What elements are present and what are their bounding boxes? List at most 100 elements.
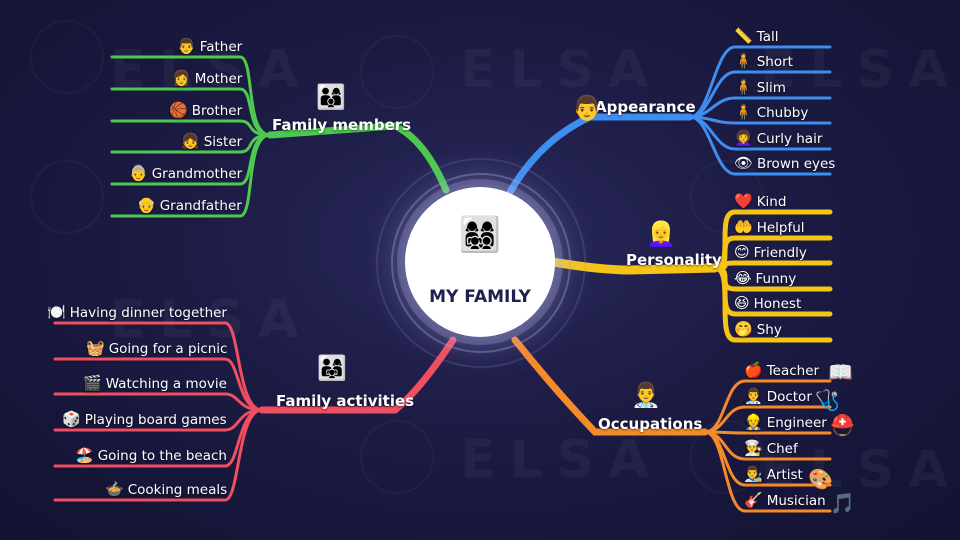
leaf-label: Going to the beach [97, 448, 227, 464]
leaf-occupations: 🍎Teacher [744, 361, 819, 380]
leaf-personality: 🤲Helpful [734, 218, 805, 237]
leaf-icon: 👁 [734, 154, 754, 172]
leaf-icon: 🧺 [86, 339, 105, 357]
occupation-prop-icon: 🩺 [815, 388, 840, 412]
leaf-icon: 🎬 [83, 374, 102, 392]
leaf-family-members: 👩Mother [172, 69, 242, 88]
leaf-label: Brown eyes [757, 156, 836, 172]
leaf-icon: 🏖️ [75, 446, 94, 464]
leaf-appearance: 📏Tall [734, 27, 778, 46]
leaf-family-activities: 🎬Watching a movie [83, 374, 227, 393]
leaf-icon: 🧍 [734, 78, 753, 96]
connector-line [712, 265, 833, 343]
branch-icon-appearance: 👨 [572, 94, 602, 122]
branch-label-family-members: Family members [272, 116, 412, 134]
leaf-appearance: 👩‍🦱Curly hair [734, 129, 822, 148]
connector-line [703, 430, 832, 435]
branch-icon-personality: 👱‍♀️ [646, 220, 676, 248]
leaf-label: Grandmother [151, 166, 243, 182]
occupation-prop-icon: 🎨 [808, 467, 833, 491]
leaf-icon: 👨 [177, 37, 196, 55]
connector-line [53, 321, 264, 412]
branch-label-family-activities: Family activities [276, 392, 415, 410]
leaf-label: Brother [191, 103, 243, 119]
leaf-family-activities: 🍲Cooking meals [105, 480, 227, 499]
connector-line [53, 392, 264, 412]
leaf-family-activities: 🍽️Having dinner together [47, 303, 227, 322]
branch-label-appearance: Appearance [595, 98, 696, 116]
leaf-icon: 👵 [129, 164, 148, 182]
leaf-family-members: 👧Sister [181, 132, 242, 151]
leaf-icon: 🧍 [734, 52, 753, 70]
watermark: ELSA [760, 40, 960, 100]
leaf-personality: 😊Friendly [734, 243, 807, 262]
leaf-label: Chef [766, 441, 798, 457]
leaf-icon: 👨‍🍳 [744, 439, 763, 457]
leaf-label: Artist [766, 467, 803, 483]
leaf-icon: 🎸 [744, 491, 763, 509]
leaf-label: Watching a movie [105, 376, 227, 392]
connector-line [712, 260, 833, 271]
leaf-icon: 🧍 [734, 103, 753, 121]
center-node: 👩‍👩‍👧‍👦 MY FAMILY [405, 187, 555, 337]
leaf-icon: 🏀 [169, 101, 188, 119]
watermark: ELSA [460, 40, 662, 100]
leaf-family-members: 🏀Brother [169, 101, 242, 120]
occupation-prop-icon: ⛑️ [830, 413, 855, 437]
center-title: MY FAMILY [429, 287, 531, 307]
leaf-family-activities: 🏖️Going to the beach [75, 446, 227, 465]
leaf-label: Funny [755, 271, 797, 287]
leaf-occupations: 👨‍⚕️Doctor [744, 387, 812, 406]
leaf-label: Short [756, 54, 793, 70]
leaf-label: Tall [756, 29, 779, 45]
leaf-family-members: 👴Grandfather [137, 196, 242, 215]
branch-icon-family-members: 👨‍👩‍👦 [316, 83, 346, 111]
leaf-label: Slim [756, 80, 786, 96]
leaf-personality: 🤭Shy [734, 320, 782, 339]
leaf-label: Kind [756, 194, 787, 210]
leaf-icon: 🍎 [744, 361, 763, 379]
leaf-icon: 👩‍🦱 [734, 129, 753, 147]
leaf-family-members: 👵Grandmother [129, 164, 242, 183]
leaf-icon: 🎲 [62, 410, 81, 428]
leaf-icon: 👨‍🎨 [744, 465, 763, 483]
leaf-label: Doctor [766, 389, 812, 405]
leaf-label: Honest [753, 296, 802, 312]
center-inner-ring [391, 173, 571, 353]
leaf-occupations: 👨‍🎨Artist [744, 465, 803, 484]
leaf-label: Grandfather [159, 198, 242, 214]
branch-icon-family-activities: 👨‍👩‍👧 [317, 354, 347, 382]
leaf-label: Mother [194, 71, 243, 87]
leaf-label: Playing board games [84, 412, 227, 428]
leaf-icon: 😊 [734, 243, 750, 261]
watermark: ELSA [760, 440, 960, 500]
branch-label-personality: Personality [626, 251, 722, 269]
branch-label-occupations: Occupations [598, 415, 703, 433]
leaf-label: Musician [766, 493, 826, 509]
leaf-icon: 🍽️ [47, 303, 66, 321]
leaf-label: Friendly [753, 245, 807, 261]
leaf-icon: 👴 [137, 196, 156, 214]
leaf-label: Sister [203, 134, 243, 150]
leaf-icon: 😆 [734, 294, 750, 312]
leaf-icon: 👩 [172, 69, 191, 87]
connector-line [688, 115, 832, 176]
leaf-icon: ❤️ [734, 192, 753, 210]
connector-line [53, 408, 264, 502]
leaf-label: Cooking meals [127, 482, 228, 498]
occupation-prop-icon: 🎵 [830, 491, 855, 515]
leaf-occupations: 🎸Musician [744, 491, 826, 510]
leaf-label: Curly hair [756, 131, 823, 147]
leaf-appearance: 🧍Short [734, 52, 793, 71]
leaf-icon: 🤭 [734, 320, 753, 338]
leaf-personality: 😆Honest [734, 294, 801, 313]
leaf-personality: 😂Funny [734, 269, 796, 288]
family-icon: 👩‍👩‍👧‍👦 [458, 215, 502, 255]
leaf-icon: 🤲 [734, 218, 753, 236]
leaf-personality: ❤️Kind [734, 192, 786, 211]
leaf-label: Engineer [766, 415, 827, 431]
occupation-prop-icon: 📖 [828, 360, 853, 384]
leaf-label: Chubby [756, 105, 809, 121]
leaf-occupations: 👷Engineer [744, 413, 827, 432]
